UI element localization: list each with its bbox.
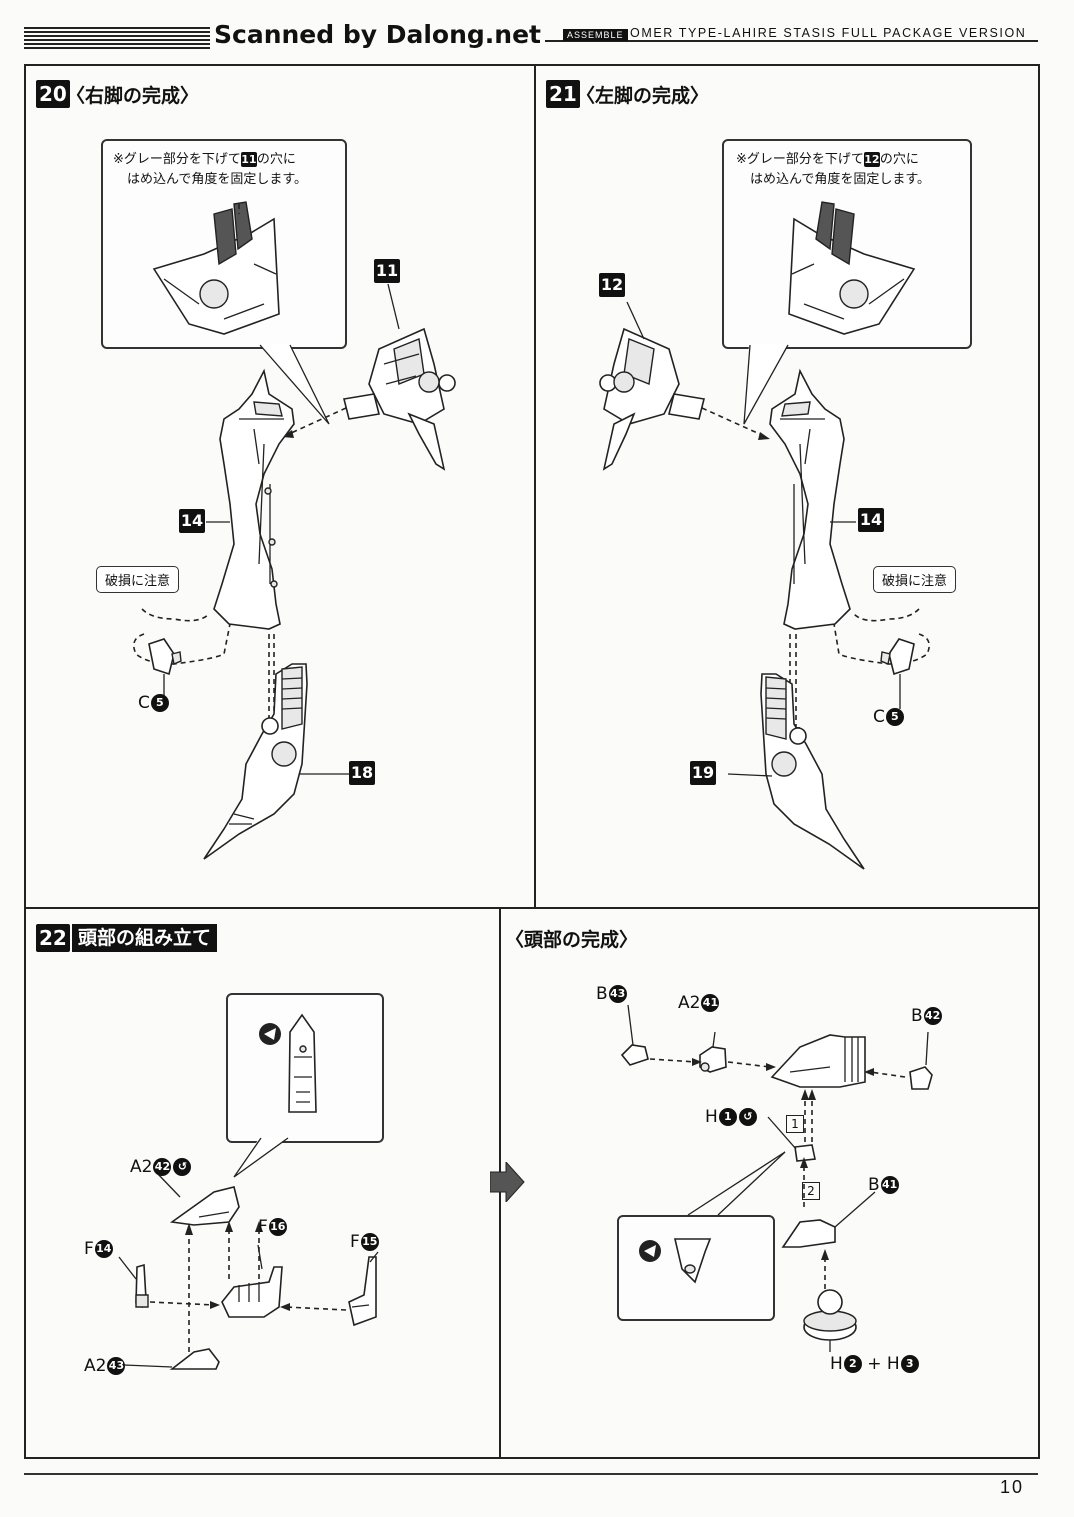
footer-rule <box>24 1473 1038 1475</box>
order-tag-1: 1 <box>786 1113 804 1133</box>
step21-part-12: 12 <box>599 273 625 297</box>
step20-title: 〈右脚の完成〉 <box>66 85 200 107</box>
tool-icon: ↺ <box>738 1108 757 1126</box>
step21-number: 21 <box>546 80 580 108</box>
step21-part-14: 14 <box>858 508 884 532</box>
step21-note: ※グレー部分を下げて12の穴に はめ込んで角度を固定します。 <box>736 152 931 187</box>
step20-part-18: 18 <box>349 761 375 785</box>
order-tag-2: 2 <box>802 1180 820 1200</box>
step22-illustration <box>118 1013 379 1370</box>
next-arrow-icon <box>490 1162 525 1202</box>
step20-note: ※グレー部分を下げて11の穴に はめ込んで角度を固定します。 <box>113 152 308 187</box>
step20-part-11: 11 <box>374 259 400 283</box>
step20-number: 20 <box>36 80 70 108</box>
head-complete-title: 〈頭部の完成〉 <box>505 929 639 951</box>
note-part-tag: 12 <box>863 152 880 167</box>
step20-illustration <box>133 201 456 860</box>
header-rule-right <box>520 40 1038 42</box>
step20-part-14: 14 <box>179 509 205 533</box>
step21-damage-warning: 破損に注意 <box>873 566 957 593</box>
tool-icon: ↺ <box>173 1158 192 1176</box>
assemble-tag: ASSEMBLE <box>563 29 628 41</box>
panel-step22 <box>24 907 1040 1459</box>
page-number: 10 <box>1000 1477 1025 1497</box>
step22-number: 22 <box>36 924 70 952</box>
step21-part-19: 19 <box>690 761 716 785</box>
scanned-by-watermark: Scanned by Dalong.net <box>210 20 546 49</box>
head-complete-illustration <box>620 1004 933 1352</box>
step20-damage-warning: 破損に注意 <box>96 566 180 593</box>
manual-title: OMER TYPE-LAHIRE STASIS FULL PACKAGE VER… <box>630 26 1027 40</box>
step21-title: 〈左脚の完成〉 <box>576 85 710 107</box>
step21-illustration <box>599 201 930 870</box>
note-part-tag: 11 <box>240 152 257 167</box>
step22-title: 頭部の組み立て <box>72 924 218 952</box>
